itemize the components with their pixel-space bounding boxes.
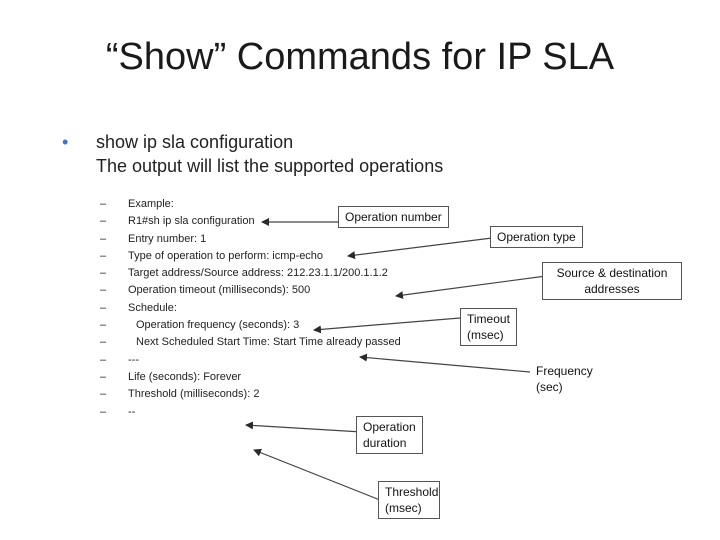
callout-threshold: Threshold (msec) xyxy=(378,481,440,519)
dash-icon: – xyxy=(100,267,107,280)
callout-source-destination: Source & destination addresses xyxy=(542,262,682,300)
arrow-duration xyxy=(245,421,363,433)
dash-icon: – xyxy=(100,284,107,297)
callout-operation-number: Operation number xyxy=(338,206,449,228)
callout-operation-type: Operation type xyxy=(490,226,583,248)
arrow-operation-type xyxy=(347,237,493,260)
dash-icon: – xyxy=(100,370,107,383)
slide-title: “Show” Commands for IP SLA xyxy=(105,36,615,78)
dash-icon: – xyxy=(100,336,107,349)
dash-icon: – xyxy=(100,198,107,210)
arrow-timeout xyxy=(313,317,461,334)
callout-operation-duration: Operation duration xyxy=(356,416,423,454)
dash-icon: – xyxy=(100,232,107,245)
dash-icon: – xyxy=(100,405,107,418)
arrow-source-dest xyxy=(395,275,547,300)
bullet-description: The output will list the supported opera… xyxy=(96,156,444,176)
callout-timeout: Timeout (msec) xyxy=(460,308,517,346)
dash-icon: – xyxy=(100,353,107,366)
dash-icon: – xyxy=(100,249,107,262)
dash-icon: – xyxy=(100,301,107,314)
dash-icon: – xyxy=(100,319,107,332)
arrow-frequency xyxy=(359,353,531,373)
callout-frequency: Frequency (sec) xyxy=(530,361,599,397)
arrow-threshold xyxy=(253,448,381,501)
dash-icon: – xyxy=(100,215,107,228)
bullet-icon: • xyxy=(62,132,69,152)
dash-icon: – xyxy=(100,388,107,401)
bullet-command: show ip sla configuration xyxy=(96,132,294,152)
